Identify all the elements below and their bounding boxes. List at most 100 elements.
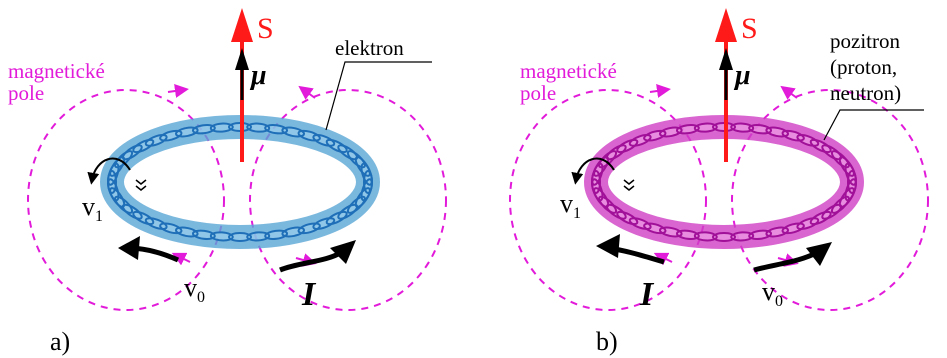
coil-winding — [159, 222, 183, 235]
particle-pointer — [823, 109, 924, 141]
coil-winding — [693, 231, 718, 242]
moment-label: μ — [733, 60, 751, 91]
coil-winding — [809, 210, 832, 226]
coil-winding — [809, 138, 832, 154]
coil-winding — [781, 129, 805, 142]
coil-winding — [616, 210, 639, 226]
coil-winding — [264, 229, 289, 241]
coil-winding — [159, 129, 183, 142]
coil-winding — [658, 126, 683, 138]
coil-winding — [114, 195, 134, 214]
v1-rotation-arrow — [571, 157, 615, 185]
current-arrow — [279, 249, 344, 273]
spin-axis — [231, 8, 253, 162]
coil-winding — [132, 138, 155, 154]
coil-winding — [765, 126, 790, 138]
current-arrow-head — [330, 240, 356, 264]
panel-a: S μ magnetické pole elektron v1 v0 I a) — [8, 8, 447, 356]
spin-label: S — [741, 12, 758, 45]
coil-winding — [121, 144, 143, 161]
coil-winding — [209, 231, 234, 242]
panel-caption: b) — [596, 327, 618, 356]
electron-coil — [107, 122, 373, 242]
coil-winding — [325, 210, 348, 226]
v0-arrow — [753, 249, 820, 273]
coil-winding — [281, 226, 306, 238]
coil-winding — [781, 222, 805, 235]
field-loop-left — [27, 89, 225, 311]
field-loop-right — [249, 89, 447, 311]
field-loop-left — [509, 89, 707, 311]
coil-winding — [730, 231, 755, 242]
coil-winding — [712, 232, 736, 242]
coil-winding — [675, 123, 700, 135]
v0-label: v0 — [184, 273, 205, 306]
v0-label: v0 — [762, 277, 783, 310]
coil-winding — [643, 129, 667, 142]
field-arrow — [298, 85, 316, 100]
coil-winding — [658, 226, 683, 238]
coil-winding — [246, 122, 271, 133]
coil-winding — [144, 217, 168, 230]
v1-chevron-icon — [623, 179, 635, 191]
particle-label: neutron) — [830, 81, 901, 105]
coil-winding — [337, 203, 359, 220]
moment-label: μ — [249, 60, 267, 91]
current-label: I — [639, 276, 655, 313]
coil-winding — [616, 138, 639, 154]
v1-chevron-icon — [135, 179, 147, 191]
coil-winding — [191, 123, 216, 135]
coil-winding — [346, 150, 366, 169]
v1-rotation-arrow — [87, 157, 131, 185]
coil-winding — [144, 134, 168, 147]
field-arrow — [780, 85, 798, 100]
panel-b: S μ magnetické pole pozitron (proton, ne… — [509, 8, 929, 356]
coil-winding — [281, 126, 306, 138]
coil-winding — [191, 229, 216, 241]
spin-arrow-head — [231, 8, 253, 42]
field-label: pole — [8, 81, 44, 105]
coil-winding — [598, 150, 618, 169]
coil-winding — [748, 123, 773, 135]
coil-winding — [628, 217, 652, 230]
field-label: magnetické — [8, 59, 105, 83]
current-label: I — [301, 276, 317, 313]
v0-arrow-head — [118, 236, 140, 260]
coil-winding — [132, 210, 155, 226]
coil-winding — [174, 126, 199, 138]
panel-caption: a) — [50, 327, 70, 356]
coil-winding — [748, 229, 773, 241]
field-arrow — [649, 84, 671, 98]
positron-coil — [591, 122, 857, 242]
coil-winding — [796, 134, 820, 147]
coil-winding — [297, 129, 321, 142]
v0-arrow-head — [806, 242, 832, 266]
coil-winding — [174, 226, 199, 238]
field-label: magnetické — [520, 59, 617, 83]
current-arrow-head — [596, 234, 620, 258]
field-arrow — [653, 252, 673, 266]
field-arrow — [171, 252, 191, 266]
coil-winding — [765, 226, 790, 238]
spin-label: S — [257, 12, 274, 45]
coil-winding — [628, 134, 652, 147]
coil-winding — [675, 229, 700, 241]
coil-winding — [209, 122, 234, 133]
spin-axis — [715, 8, 737, 162]
coil-winding — [360, 162, 373, 186]
spin-arrow-head — [715, 8, 737, 42]
coil-winding — [346, 195, 366, 214]
coil-winding — [264, 123, 289, 135]
field-label: pole — [520, 81, 556, 105]
coil-winding — [844, 162, 857, 186]
particle-label: (proton, — [830, 55, 897, 79]
v1-label: v1 — [560, 189, 581, 222]
moment-arrow-head — [719, 48, 733, 70]
coil-winding — [830, 150, 850, 169]
particle-label: pozitron — [830, 29, 900, 53]
coil-winding — [730, 122, 755, 133]
field-lines — [509, 84, 929, 311]
coil-winding — [325, 138, 348, 154]
coil-winding — [643, 222, 667, 235]
coil-winding — [821, 203, 843, 220]
